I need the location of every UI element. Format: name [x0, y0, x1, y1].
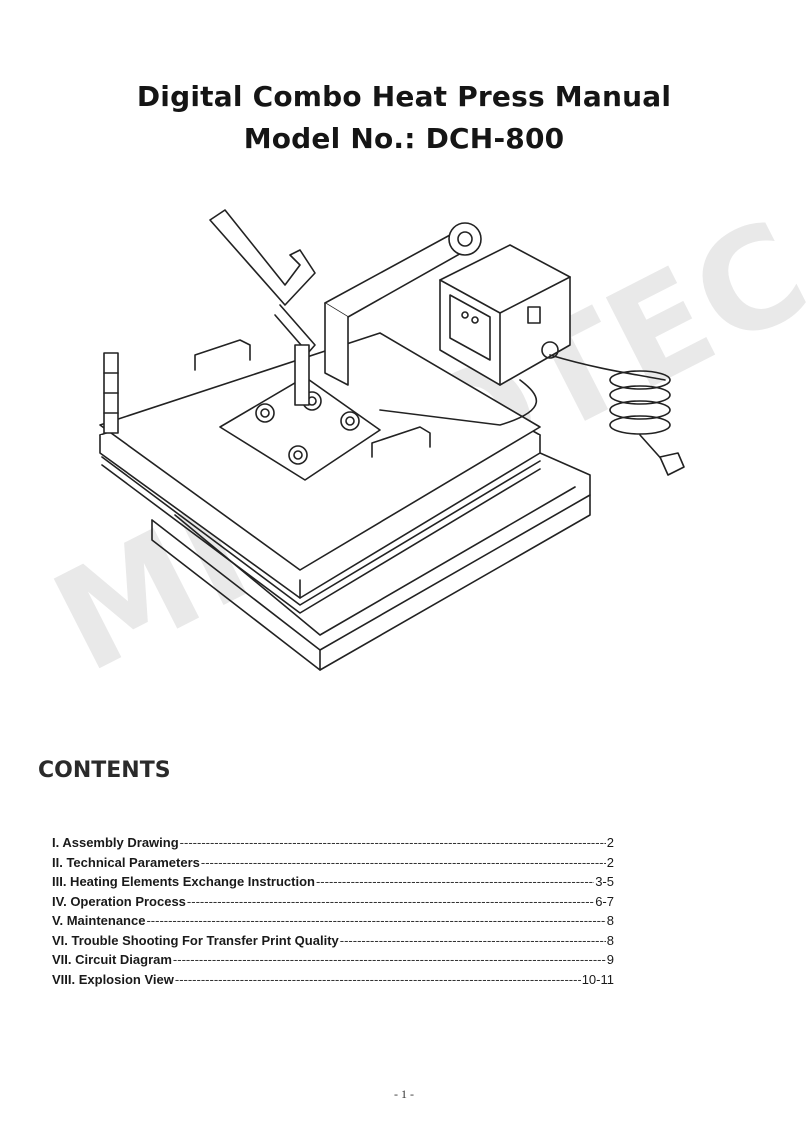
toc-item-label: VIII. Explosion View — [52, 971, 174, 987]
toc-item[interactable]: IV. Operation Process 6-7 — [52, 894, 614, 914]
toc-item-page: 6-7 — [595, 893, 614, 909]
toc-item-page: 2 — [606, 854, 614, 870]
toc-item-label: VII. Circuit Diagram — [52, 952, 172, 967]
model-number: Model No.: DCH-800 — [243, 122, 565, 155]
toc-leader — [146, 913, 605, 928]
toc-item-label: III. Heating Elements Exchange Instructi… — [52, 874, 315, 889]
toc-item[interactable]: V. Maintenance 8 — [52, 913, 614, 933]
toc-item[interactable]: VI. Trouble Shooting For Transfer Print … — [52, 933, 614, 953]
center-plate — [219, 376, 381, 481]
toc-item-label: II. Technical Parameters — [52, 854, 200, 870]
toc-item[interactable]: VIII. Explosion View 10-11 — [52, 972, 614, 992]
toc-item-page: 8 — [606, 932, 614, 948]
toc-item-page: 8 — [606, 913, 614, 928]
table-of-contents: I. Assembly Drawing 2 II. Technical Para… — [52, 835, 614, 991]
toc-leader — [180, 835, 606, 850]
toc-leader — [173, 952, 606, 967]
toc-leader — [316, 874, 594, 889]
press-arm — [324, 222, 482, 386]
lever-handle — [209, 209, 316, 406]
toc-leader — [340, 933, 606, 948]
toc-item-label: V. Maintenance — [52, 913, 146, 928]
toc-item[interactable]: I. Assembly Drawing 2 — [52, 835, 614, 855]
toc-item-page: 9 — [606, 952, 614, 967]
toc-leader — [201, 855, 606, 870]
toc-item-label: I. Assembly Drawing — [52, 835, 179, 850]
control-box — [439, 244, 571, 386]
toc-item[interactable]: VII. Circuit Diagram 9 — [52, 952, 614, 972]
toc-item-page: 2 — [606, 835, 614, 850]
left-post — [103, 352, 119, 434]
toc-leader — [175, 972, 581, 987]
toc-item[interactable]: II. Technical Parameters 2 — [52, 855, 614, 875]
power-cable — [379, 354, 685, 476]
toc-item-label: VI. Trouble Shooting For Transfer Print … — [52, 932, 339, 948]
contents-heading: CONTENTS — [38, 758, 171, 783]
manual-title: Digital Combo Heat Press Manual — [136, 80, 672, 113]
page-number: - 1 - — [394, 1087, 414, 1101]
toc-item-page: 3-5 — [595, 874, 614, 889]
heat-press-illustration — [99, 209, 685, 671]
toc-leader — [187, 894, 594, 909]
platen-handles — [194, 339, 431, 458]
toc-item-label: IV. Operation Process — [52, 893, 186, 909]
toc-item[interactable]: III. Heating Elements Exchange Instructi… — [52, 874, 614, 894]
toc-item-page: 10-11 — [581, 971, 614, 987]
